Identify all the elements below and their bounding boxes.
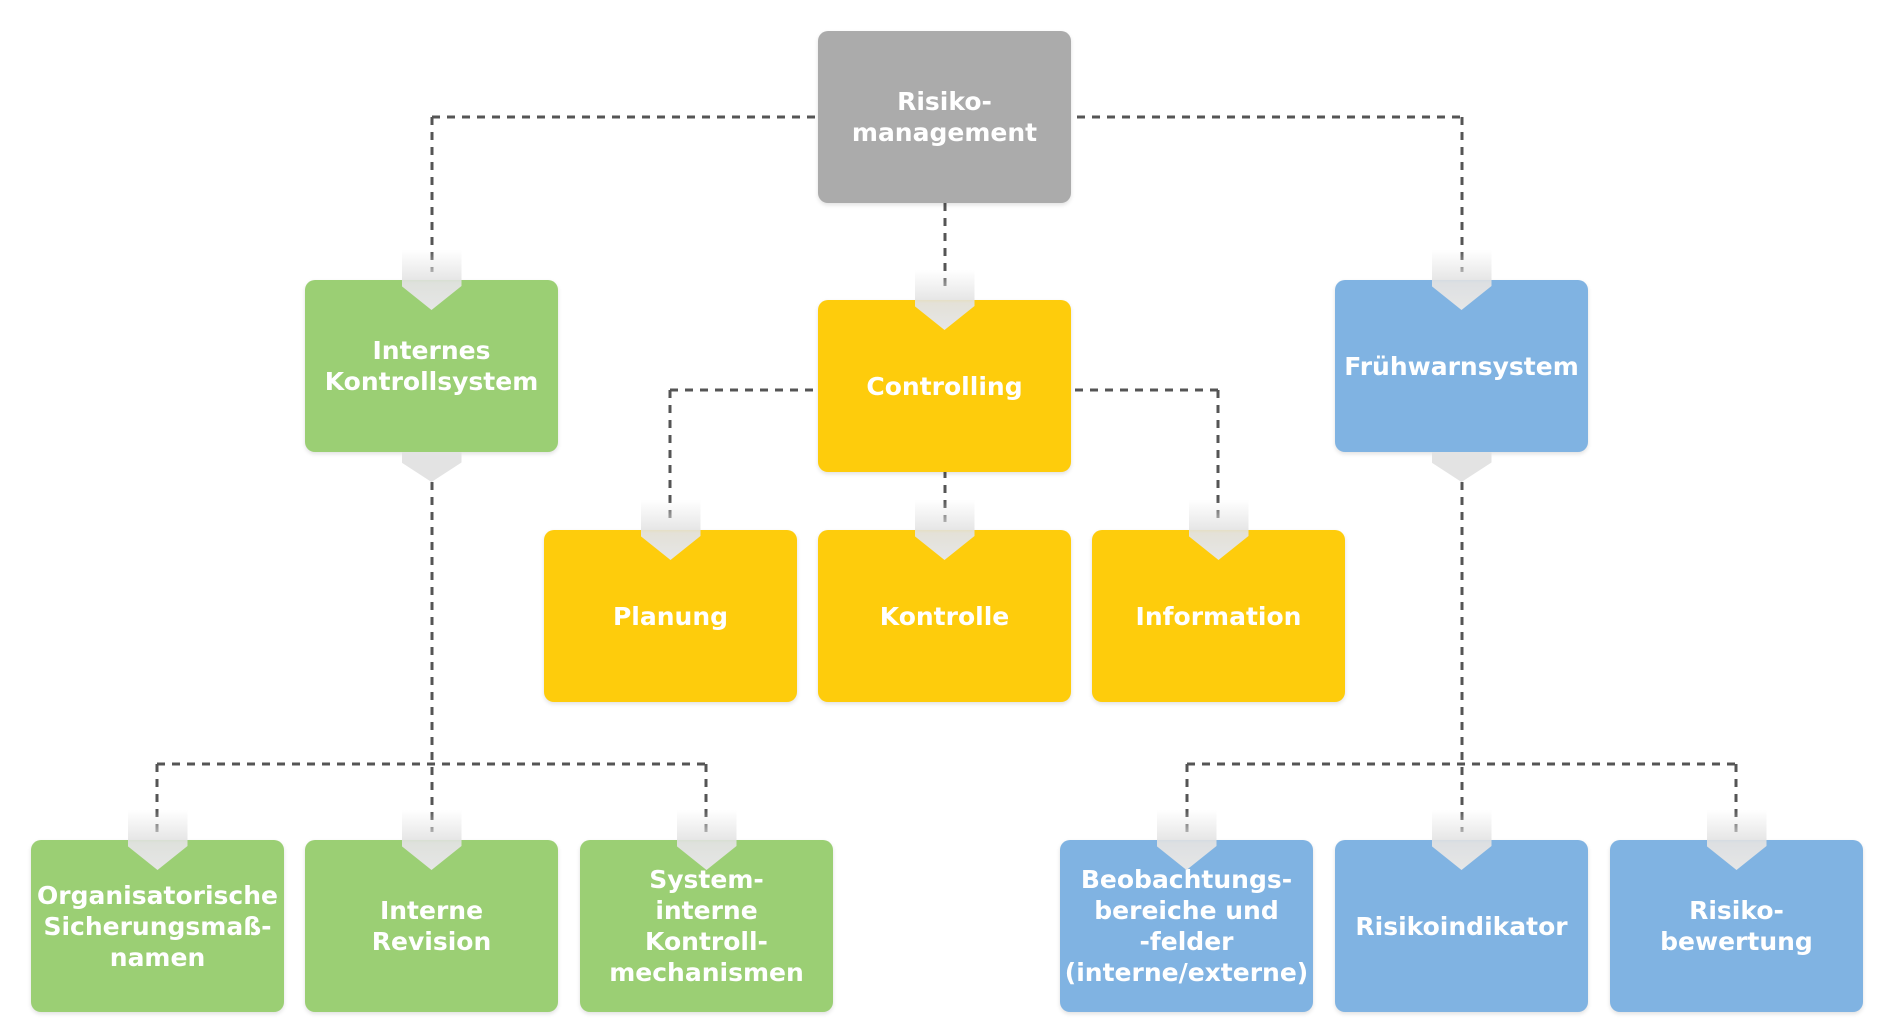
node-label: Organisatorische Sicherungsmaß- namen [37, 880, 278, 972]
node-systeminterne-kontrollmechanismen: System- interne Kontroll- mechanismen [580, 810, 833, 1012]
node-label: Controlling [866, 371, 1023, 401]
connector-arrow [1156, 810, 1217, 870]
connector-arrow [1431, 250, 1492, 310]
connector-arrow [1188, 500, 1249, 560]
node-label: Internes Kontrollsystem [324, 336, 539, 396]
connector-arrow [676, 810, 737, 870]
node-controlling: Controlling [818, 270, 1071, 472]
connector-arrow [401, 810, 462, 870]
node-internes-kontrollsystem: Internes Kontrollsystem [305, 250, 558, 482]
node-beobachtungsbereiche: Beobachtungs- bereiche und -felder (inte… [1060, 810, 1313, 1012]
node-label: Information [1135, 601, 1302, 631]
connector-arrow [127, 810, 188, 870]
connector-arrow [401, 250, 462, 310]
node-planung: Planung [544, 500, 797, 702]
node-risikobewertung: Risiko- bewertung [1610, 810, 1863, 1012]
node-information: Information [1092, 500, 1345, 702]
node-kontrolle: Kontrolle [818, 500, 1071, 702]
node-label: System- interne Kontroll- mechanismen [609, 865, 804, 987]
node-label: Frühwarnsystem [1344, 351, 1579, 381]
connector-arrow [914, 270, 975, 330]
node-interne-revision: Interne Revision [305, 810, 558, 1012]
connector-arrow [640, 500, 701, 560]
node-label: Planung [612, 601, 729, 631]
node-label: Risiko- bewertung [1660, 896, 1813, 956]
node-fruehwarnsystem: Frühwarnsystem [1335, 250, 1588, 482]
connector-arrow [914, 500, 975, 560]
node-label: Beobachtungs- bereiche und -felder (inte… [1064, 865, 1309, 987]
node-organisatorische-sicherung: Organisatorische Sicherungsmaß- namen [31, 810, 284, 1012]
connector-arrow [1431, 810, 1492, 870]
node-label: Risiko- management [851, 87, 1038, 147]
connector-arrow [1706, 810, 1767, 870]
node-label: Kontrolle [879, 601, 1010, 631]
node-label: Risikoindikator [1355, 911, 1568, 941]
node-label: Interne Revision [371, 896, 492, 956]
node-risikomanagement: Risiko- management [818, 31, 1071, 203]
node-risikoindikator: Risikoindikator [1335, 810, 1588, 1012]
